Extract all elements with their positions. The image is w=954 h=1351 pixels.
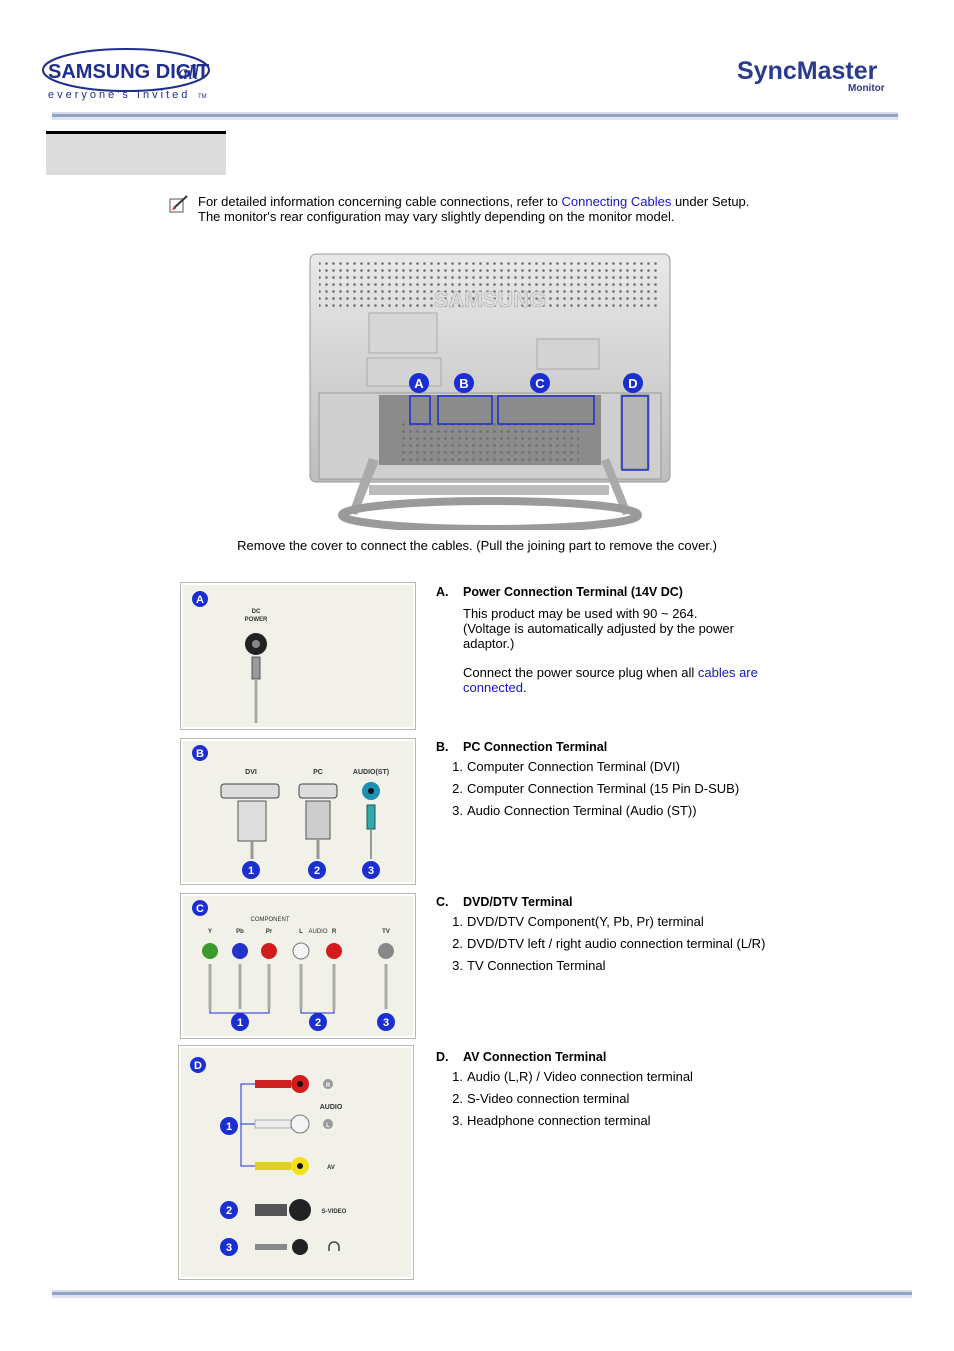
section-b-title: B.PC Connection Terminal [436,740,608,754]
svg-text:SAMSUNG DIGIT: SAMSUNG DIGIT [48,61,209,83]
section-title-box [46,131,226,175]
svg-text:Pr: Pr [266,929,273,935]
svg-text:R: R [332,929,337,935]
svg-text:all: all [178,62,200,84]
svg-text:Monitor: Monitor [848,83,885,94]
svg-text:AUDIO: AUDIO [308,929,327,935]
list-item: 1.DVD/DTV Component(Y, Pb, Pr) terminal [452,914,704,929]
svg-text:Pb: Pb [236,929,244,935]
svg-text:D: D [628,376,637,391]
section-d-title: D.AV Connection Terminal [436,1050,607,1064]
header-rule [52,112,898,120]
panel-b-image: B DVI PC AUDIO(ST) 1 2 3 [180,738,416,885]
section-a: A.Power Connection Terminal (14V DC) Thi… [436,585,786,695]
panel-c-image: C COMPONENT Y Pb Pr L AUDIO R TV 1 2 3 [180,893,416,1039]
note-text: For detailed information concerning cabl… [198,194,818,224]
samsung-digitall-logo: SAMSUNG DIGIT all everyone's Invited TM [42,48,210,101]
monitor-caption: Remove the cover to connect the cables. … [237,538,717,553]
section-b: B.PC Connection Terminal 1.Computer Conn… [436,740,786,822]
svg-text:1: 1 [226,1121,232,1133]
list-item: 1.Computer Connection Terminal (DVI) [452,759,680,774]
svg-text:C: C [196,903,204,915]
list-item: 2.S-Video connection terminal [452,1091,630,1106]
cables-connected-link[interactable]: cables are [697,665,758,680]
footer-rule [52,1290,912,1298]
section-c: C.DVD/DTV Terminal 1.DVD/DTV Component(Y… [436,895,786,977]
cables-connected-link-2[interactable]: connected [463,680,523,695]
list-item: 3.Headphone connection terminal [452,1113,651,1128]
note-line-2: The monitor's rear configuration may var… [198,209,675,224]
svg-text:3: 3 [383,1017,389,1029]
list-item: 1.Audio (L,R) / Video connection termina… [452,1069,693,1084]
svg-text:PC: PC [313,769,323,776]
section-c-title: C.DVD/DTV Terminal [436,895,573,909]
section-a-title: A.Power Connection Terminal (14V DC) [436,585,683,599]
svg-text:2: 2 [226,1205,232,1217]
svg-text:1: 1 [237,1017,243,1029]
svg-text:B: B [196,748,204,760]
svg-text:everyone's Invited: everyone's Invited [48,89,190,101]
svg-text:A: A [414,376,424,391]
panel-a-image: A DC POWER [180,582,416,730]
svg-text:B: B [459,376,468,391]
svg-text:AUDIO: AUDIO [320,1104,343,1111]
note-line-1: For detailed information concerning cabl… [198,194,750,209]
svg-text:S-VIDEO: S-VIDEO [322,1209,347,1215]
svg-text:TM: TM [198,94,207,100]
svg-text:SyncMaster: SyncMaster [737,57,878,85]
syncmaster-logo: SyncMaster Monitor [737,57,885,94]
note-pencil-icon [169,195,188,213]
svg-text:TV: TV [382,929,390,935]
svg-text:3: 3 [368,865,374,877]
list-item: 3.TV Connection Terminal [452,958,606,973]
svg-text:AV: AV [327,1165,335,1171]
svg-text:COMPONENT: COMPONENT [251,917,290,923]
section-d: D.AV Connection Terminal 1.Audio (L,R) /… [436,1050,786,1132]
svg-text:R: R [326,1083,331,1089]
list-item: 3.Audio Connection Terminal (Audio (ST)) [452,803,697,818]
panel-d-image: D R AUDIO L AV S-VIDEO 1 2 3 [178,1045,414,1280]
list-item: 2.DVD/DTV left / right audio connection … [452,936,766,951]
svg-text:C: C [535,376,545,391]
section-b-list: 1.Computer Connection Terminal (DVI) 2.C… [436,756,786,822]
svg-text:3: 3 [226,1242,232,1254]
svg-text:D: D [194,1060,202,1072]
svg-text:DC: DC [252,609,261,615]
svg-text:1: 1 [248,865,254,877]
section-a-body: This product may be used with 90 ~ 264. … [463,606,758,695]
monitor-rear-image: SAMSUNG A B C D [309,253,671,530]
list-item: 2.Computer Connection Terminal (15 Pin D… [452,781,740,796]
svg-text:DVI: DVI [245,769,257,776]
section-c-list: 1.DVD/DTV Component(Y, Pb, Pr) terminal … [436,911,786,977]
connecting-cables-link[interactable]: Connecting Cables [561,194,672,209]
svg-text:2: 2 [314,865,320,877]
svg-text:L: L [299,929,303,935]
svg-text:2: 2 [315,1017,321,1029]
svg-text:SAMSUNG: SAMSUNG [434,287,546,312]
svg-text:A: A [196,594,204,606]
svg-text:L: L [326,1123,330,1129]
svg-text:Y: Y [208,929,212,935]
section-d-list: 1.Audio (L,R) / Video connection termina… [436,1066,786,1132]
svg-text:POWER: POWER [245,617,268,623]
svg-text:AUDIO(ST): AUDIO(ST) [353,769,389,776]
